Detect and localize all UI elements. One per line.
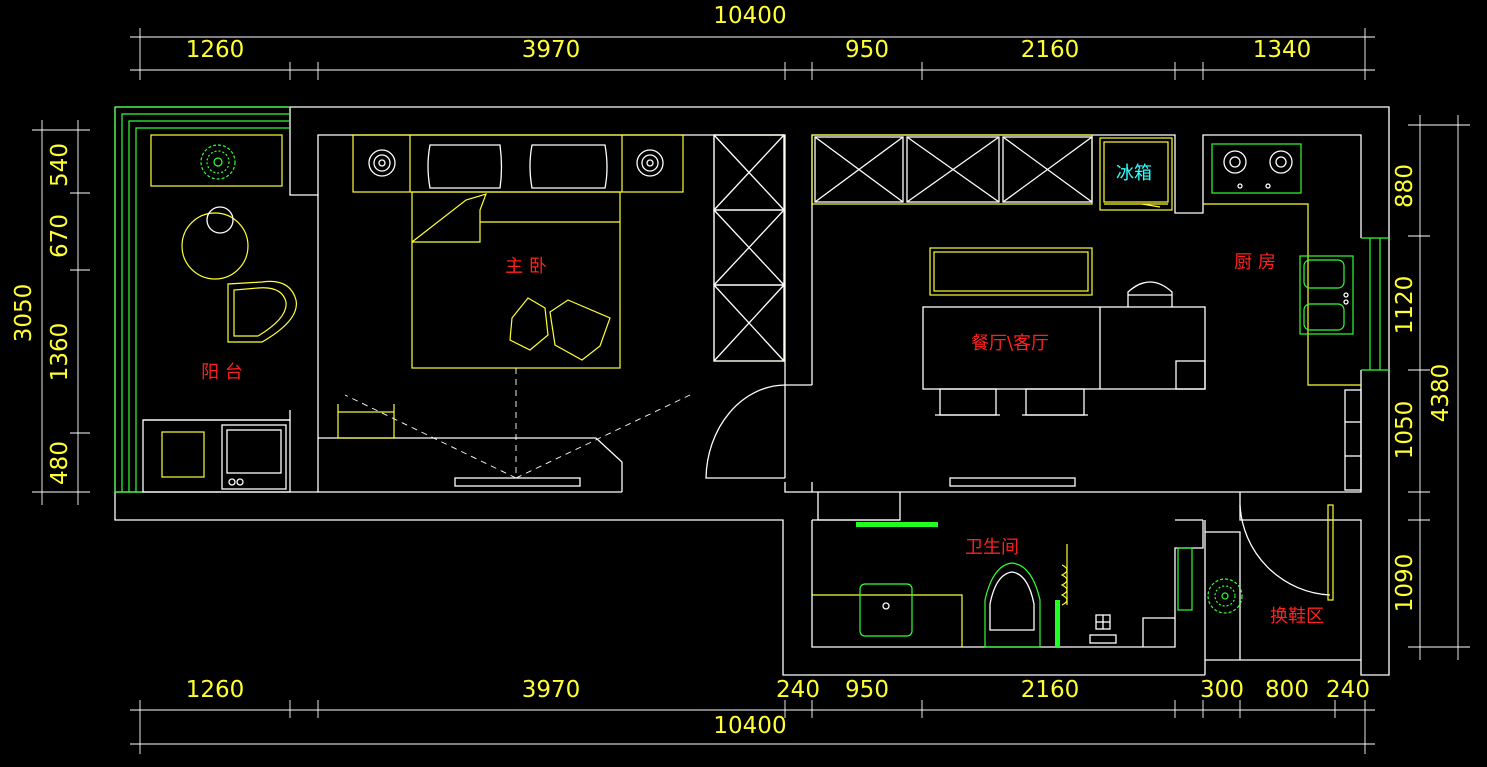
master-bedroom: 主 卧 [318, 134, 786, 492]
dim-top-1: 1260 [186, 37, 245, 63]
dimension-texts: 10400 1260 3970 950 2160 1340 1260 3970 … [11, 3, 1454, 739]
shoe-cabinet-side [1344, 389, 1362, 491]
bottom-dimension-lines [130, 700, 1375, 754]
laundry-zone [142, 419, 291, 493]
bathroom-label: 卫生间 [965, 537, 1019, 558]
glass-partition [1055, 600, 1060, 647]
chair-top-icon [206, 206, 234, 234]
planter-box [150, 134, 283, 187]
dim-bottom-4: 950 [845, 677, 889, 703]
bedroom-label: 主 卧 [505, 256, 547, 277]
dim-top-2: 3970 [522, 37, 581, 63]
plant-icon [200, 144, 236, 180]
sink-basin [161, 431, 205, 478]
washing-machine [221, 424, 287, 490]
stool-icon [1127, 281, 1173, 307]
dim-top-total: 10400 [713, 3, 786, 29]
left-dimension-lines [32, 120, 90, 505]
right-dimension-lines [1408, 115, 1470, 660]
fridge: 冰箱 [1099, 137, 1173, 211]
kitchen-label: 厨 房 [1234, 252, 1276, 273]
dim-left-1: 540 [47, 143, 73, 187]
lounge-chair [227, 280, 297, 343]
dim-right-total: 4380 [1428, 364, 1454, 423]
toilet [984, 562, 1041, 648]
dim-right-2: 1120 [1392, 276, 1418, 335]
dim-bottom-7: 800 [1265, 677, 1309, 703]
lamp-icon-left [368, 149, 396, 177]
entry-area: 换鞋区 [1207, 504, 1334, 627]
balcony-label: 阳 台 [201, 362, 243, 383]
dim-right-4: 1090 [1392, 554, 1418, 613]
living-tv [949, 477, 1076, 487]
dining-living-label: 餐厅\客厅 [971, 333, 1049, 354]
lamp-icon-right [636, 149, 664, 177]
sideboard [929, 247, 1093, 296]
bedroom-tv [454, 477, 581, 487]
floor-drain-icon [1089, 614, 1117, 644]
kitchen-sink [1299, 255, 1354, 335]
round-table [181, 212, 249, 280]
kitchen-window [1361, 237, 1389, 371]
dim-bottom-5: 2160 [1021, 677, 1080, 703]
dim-bottom-1: 1260 [186, 677, 245, 703]
pillow-right [529, 144, 608, 189]
dining-table [922, 306, 1206, 390]
dim-bottom-6: 300 [1200, 677, 1244, 703]
tv-cabinet [318, 437, 623, 492]
cushion-2 [549, 299, 611, 361]
dim-bottom-2: 3970 [522, 677, 581, 703]
bathroom-door-frame [1177, 547, 1193, 611]
gas-stove [1211, 143, 1302, 194]
kitchen-counter [1203, 203, 1361, 386]
wash-basin [859, 583, 913, 637]
dim-top-4: 2160 [1021, 37, 1080, 63]
dim-left-total: 3050 [11, 284, 37, 343]
dim-left-3: 1360 [47, 323, 73, 382]
entry-door [1239, 504, 1331, 596]
vanity-counter [812, 594, 963, 647]
top-dimension-lines [130, 28, 1375, 80]
dining-chairs [935, 388, 1088, 416]
folded-blanket [411, 193, 487, 243]
bathroom-window [856, 522, 938, 527]
living-dining: 冰箱 餐厅\客厅 [811, 134, 1206, 487]
dim-bottom-total: 10400 [713, 713, 786, 739]
balcony-area: 阳 台 [142, 134, 297, 493]
kitchen: 厨 房 [1203, 143, 1389, 491]
dim-right-3: 1050 [1392, 401, 1418, 460]
dim-bottom-8: 240 [1326, 677, 1370, 703]
dim-left-2: 670 [47, 214, 73, 258]
dim-top-5: 1340 [1253, 37, 1312, 63]
dim-bottom-3: 240 [776, 677, 820, 703]
bedroom-door [705, 384, 786, 479]
wardrobe [713, 134, 785, 362]
shower-icon [1060, 544, 1068, 606]
headboard-wall [352, 134, 684, 193]
pillow-left [427, 144, 503, 189]
desk [337, 411, 395, 439]
entry-label: 换鞋区 [1270, 606, 1324, 627]
dim-top-3: 950 [845, 37, 889, 63]
dim-right-1: 880 [1392, 164, 1418, 208]
dim-left-4: 480 [47, 441, 73, 485]
bathroom: 卫生间 [812, 522, 1193, 648]
tall-cabinets [811, 134, 1093, 205]
balcony-railing [114, 106, 290, 493]
cushion-1 [509, 297, 549, 351]
walls [114, 106, 1390, 676]
fridge-label: 冰箱 [1116, 163, 1152, 184]
plant-icon [1207, 578, 1243, 614]
